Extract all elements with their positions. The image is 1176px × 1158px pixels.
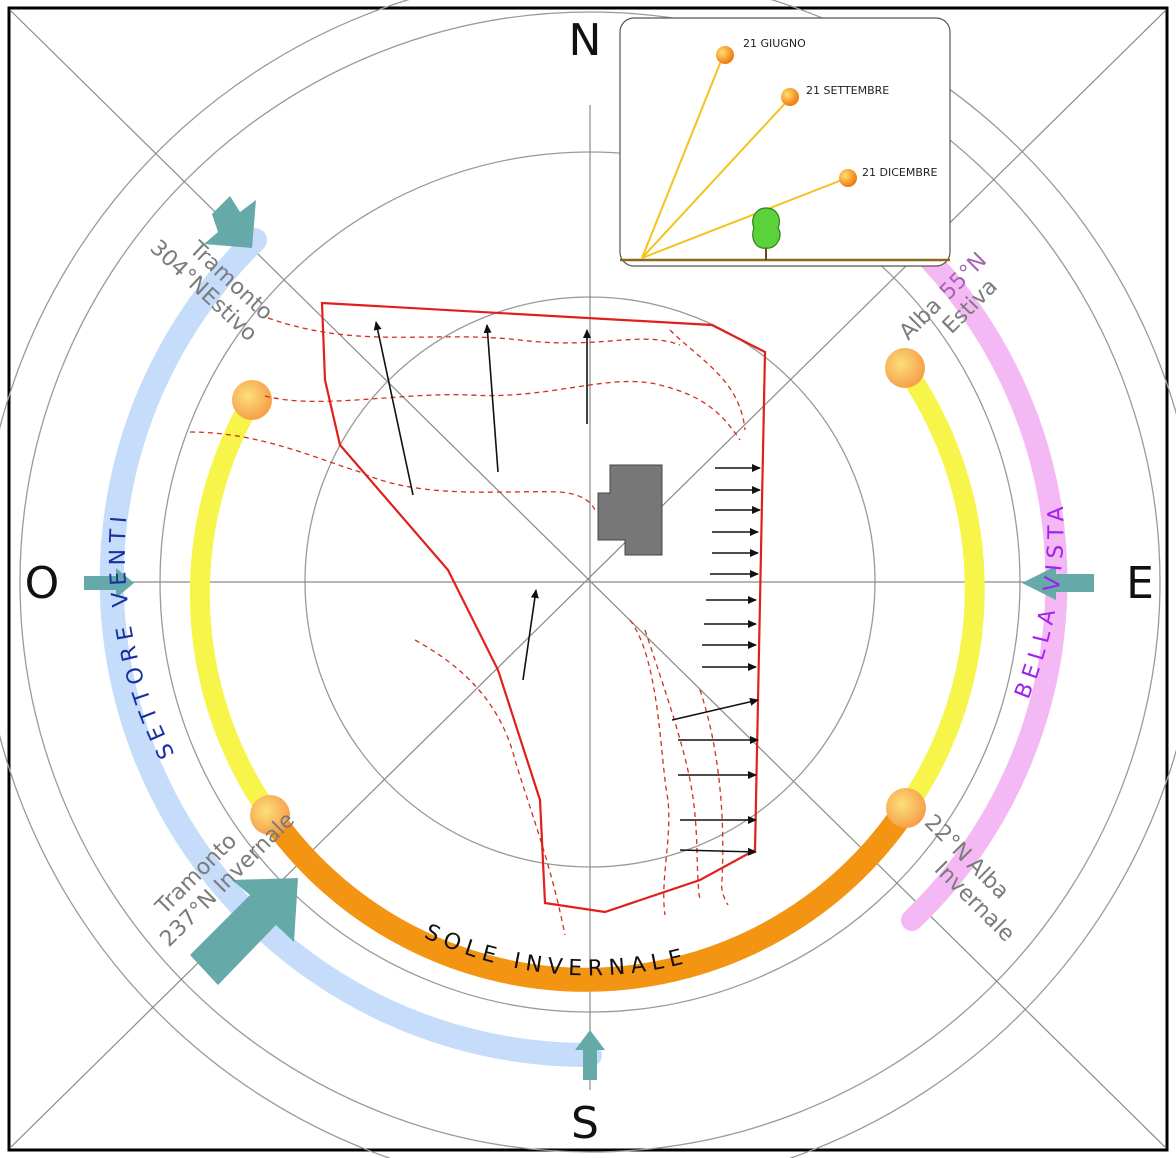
wind-arrow-east (1022, 566, 1094, 600)
inset-frame (619, 17, 951, 267)
winter-sun-arc (260, 803, 915, 992)
slope-arrow (373, 321, 414, 496)
slope-arrow (671, 697, 759, 721)
wind-arrow-south (575, 1030, 605, 1080)
inset-sun-path-panel: 21 GIUGNO 21 SETTEMBRE 21 DICEMBRE (619, 17, 951, 267)
wind-sector-arc (99, 228, 602, 1068)
inset-sun-june (716, 46, 734, 64)
contour-7 (644, 629, 701, 901)
inset-sun-september (781, 88, 799, 106)
sun-alba-invernale (886, 788, 926, 828)
compass-west: O (25, 558, 60, 609)
slope-arrow (522, 589, 539, 681)
inset-label-december: 21 DICEMBRE (862, 166, 938, 179)
inset-ray-september (641, 97, 791, 259)
summer-sun-arc (189, 390, 280, 825)
wind-arrow-nw (204, 196, 256, 248)
contour-6 (629, 619, 670, 916)
inset-ray-june (641, 55, 724, 259)
summer-sun-arc-east (895, 358, 985, 820)
contour-5 (414, 639, 566, 936)
inset-label-september: 21 SETTEMBRE (806, 84, 889, 97)
wind-arrows (84, 196, 1094, 1080)
contour-8 (699, 689, 729, 906)
circle-ring-3 (19, 11, 1161, 1153)
inset-label-june: 21 GIUGNO (743, 37, 806, 50)
slope-arrow (483, 324, 499, 473)
inset-sun-december (839, 169, 857, 187)
wind-arrow-west (84, 568, 134, 598)
inset-ray-december (641, 177, 848, 259)
tree-icon (752, 207, 781, 260)
sun-tramonto-invernale (250, 795, 290, 835)
sun-alba-estiva (885, 348, 925, 388)
contour-4 (669, 329, 746, 431)
contour-3 (189, 431, 596, 511)
site-boundary (320, 301, 767, 914)
slope-arrows (373, 321, 761, 856)
slope-arrow (679, 847, 757, 856)
compass-north: N (569, 15, 602, 66)
compass-south: S (571, 1098, 599, 1149)
contour-lines (189, 317, 746, 936)
sun-tramonto-estivo (232, 380, 272, 420)
contour-1 (267, 317, 681, 346)
wind-arrow-sw-big (190, 878, 298, 985)
compass-east: E (1126, 558, 1154, 609)
building (597, 464, 663, 556)
